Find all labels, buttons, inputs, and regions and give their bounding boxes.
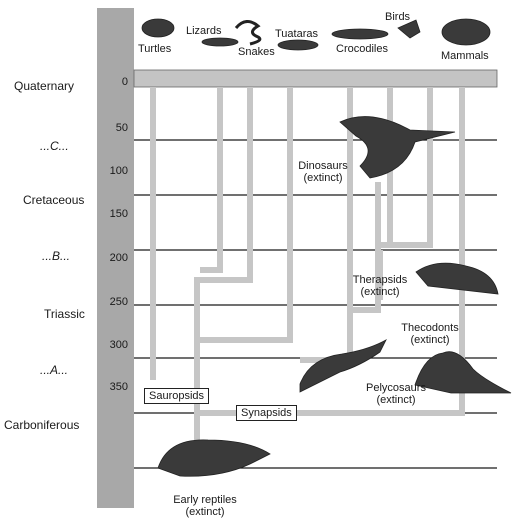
period-cretaceous: Cretaceous (23, 194, 84, 206)
label-pelycosaurs-name: Pelycosaurs (354, 382, 438, 394)
label-tuataras: Tuataras (275, 28, 318, 40)
tick-250: 250 (100, 296, 128, 308)
label-dinosaurs-note: (extinct) (287, 172, 359, 184)
period-triassic: Triassic (44, 308, 85, 320)
label-thecodonts-note: (extinct) (390, 334, 470, 346)
therapsid-icon (416, 263, 498, 294)
branch-snakes-lizards (200, 87, 220, 270)
label-early-reptiles-note: (extinct) (160, 506, 250, 518)
label-pelycosaurs: Pelycosaurs (extinct) (354, 382, 438, 406)
period-quaternary: Quaternary (14, 80, 74, 92)
era-lines (100, 140, 497, 468)
label-mammals: Mammals (441, 50, 489, 62)
crocodile-icon (332, 29, 388, 39)
present-band (134, 70, 497, 87)
label-therapsids-name: Therapsids (344, 274, 416, 286)
tick-0: 0 (100, 76, 128, 88)
tick-100: 100 (100, 165, 128, 177)
label-thecodonts-name: Thecodonts (390, 322, 470, 334)
label-early-reptiles: Early reptiles (extinct) (160, 494, 250, 518)
label-dinosaurs-name: Dinosaurs (287, 160, 359, 172)
tick-150: 150 (100, 208, 128, 220)
lizard-icon (202, 38, 238, 46)
label-crocodiles: Crocodiles (336, 43, 388, 55)
tuatara-icon (278, 40, 318, 50)
period-a: ...A... (40, 364, 68, 376)
period-c: ...C... (40, 140, 69, 152)
label-synapsids: Synapsids (236, 405, 297, 421)
period-b: ...B... (42, 250, 70, 262)
tick-300: 300 (100, 339, 128, 351)
label-thecodonts: Thecodonts (extinct) (390, 322, 470, 346)
turtle-icon (142, 19, 174, 37)
label-therapsids-note: (extinct) (344, 286, 416, 298)
snake-icon (236, 21, 260, 44)
branch-tuataras (197, 87, 290, 340)
branch-crocodiles (300, 87, 350, 360)
tick-50: 50 (100, 122, 128, 134)
label-sauropsids: Sauropsids (144, 388, 209, 404)
tick-350: 350 (100, 381, 128, 393)
label-snakes: Snakes (238, 46, 275, 58)
label-turtles: Turtles (138, 43, 171, 55)
period-carboniferous: Carboniferous (4, 419, 79, 431)
label-birds: Birds (385, 11, 410, 23)
label-lizards: Lizards (186, 25, 221, 37)
early-reptile-icon (158, 440, 270, 476)
label-pelycosaurs-note: (extinct) (354, 394, 438, 406)
label-therapsids: Therapsids (extinct) (344, 274, 416, 298)
label-dinosaurs: Dinosaurs (extinct) (287, 160, 359, 184)
mammal-icon (442, 19, 490, 45)
label-early-reptiles-name: Early reptiles (160, 494, 250, 506)
tick-200: 200 (100, 252, 128, 264)
